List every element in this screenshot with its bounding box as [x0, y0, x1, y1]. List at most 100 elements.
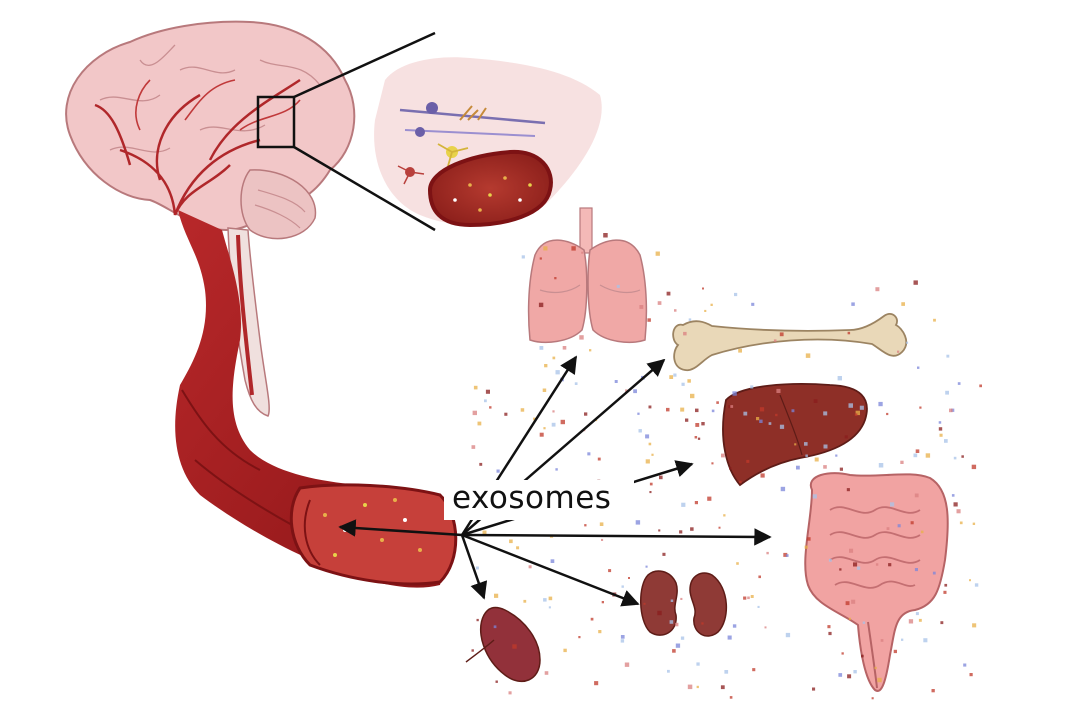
exosome-particle	[783, 552, 788, 557]
exosome-particle	[847, 674, 852, 679]
exosome-particle	[479, 462, 483, 466]
exosome-particle	[813, 399, 818, 403]
exosome-particle	[477, 421, 482, 426]
exosome-particle	[669, 375, 674, 379]
exosome-particle	[578, 636, 581, 639]
exosome-particle	[662, 552, 666, 556]
exosome-particle	[837, 376, 842, 381]
exosome-particle	[773, 339, 777, 342]
exosome-particle	[914, 568, 918, 572]
exosome-particle	[594, 681, 599, 686]
exosome-particle	[785, 554, 789, 557]
exosome-particle	[651, 453, 654, 456]
exosome-particle	[814, 457, 819, 462]
exosome-particle	[915, 449, 920, 453]
exosome-particle	[785, 632, 791, 638]
exosome-particle	[560, 419, 565, 425]
exosome-particle	[888, 563, 892, 567]
exosome-particle	[614, 380, 618, 383]
exosome-particle	[730, 405, 734, 408]
exosome-particle	[878, 463, 884, 468]
exosome-particle	[711, 462, 714, 465]
exosome-particle	[917, 366, 920, 369]
exosome-particle	[938, 427, 943, 431]
exosome-particle	[957, 382, 961, 385]
exosome-particle	[738, 348, 742, 353]
exosome-particle	[528, 565, 532, 569]
exosome-particle	[851, 599, 856, 604]
exosome-particle	[649, 491, 652, 494]
exosome-particle	[539, 432, 544, 437]
liver-icon	[722, 383, 868, 487]
exosome-particle	[590, 617, 594, 621]
exosomes-label-background	[444, 480, 634, 520]
exosome-particle	[807, 537, 811, 541]
exosome-particle	[759, 419, 763, 423]
exosome-particle	[875, 287, 880, 292]
exosome-particle	[775, 413, 778, 417]
exosome-particle	[674, 622, 679, 627]
exosome-particle	[853, 670, 857, 674]
exosome-particle	[707, 496, 712, 501]
exosome-particle	[608, 569, 612, 573]
exosome-particle	[910, 521, 914, 525]
exosome-particle	[666, 291, 671, 296]
exosome-particle	[508, 691, 512, 695]
exosome-particle	[704, 309, 707, 312]
exosome-particle	[919, 406, 922, 409]
exosome-particle	[804, 545, 808, 549]
exosome-particle	[633, 389, 637, 394]
exosome-particle	[862, 621, 866, 624]
exosome-particle	[554, 277, 557, 280]
exosome-particle	[951, 408, 955, 412]
exosome-particle	[838, 673, 843, 677]
arrow-to-vessel	[338, 519, 463, 537]
exosome-particle	[687, 684, 693, 690]
exosome-particle	[657, 301, 662, 305]
kidneys-icon	[640, 570, 728, 637]
exosome-particle	[897, 350, 900, 353]
exosome-particle	[804, 442, 808, 446]
exosome-particle	[855, 410, 860, 416]
exosome-particle	[667, 669, 670, 673]
exosome-particle	[516, 546, 520, 550]
exosome-particle	[621, 585, 624, 588]
exosome-particle	[875, 563, 879, 566]
exosome-particle	[672, 649, 676, 653]
exosome-particle	[694, 436, 698, 439]
exosome-particle	[647, 318, 651, 322]
exosome-particle	[489, 406, 492, 409]
zoom-indicator	[256, 31, 436, 232]
exosome-particle	[616, 284, 620, 288]
exosome-particle	[961, 455, 964, 458]
exosome-particle	[969, 579, 971, 582]
exosome-particle	[471, 445, 476, 449]
exosome-particle	[853, 562, 858, 567]
exosome-particle	[914, 493, 919, 498]
exosome-particle	[732, 391, 737, 396]
exosome-particle	[543, 427, 546, 430]
exosome-particle	[906, 341, 909, 344]
exosomes-label: exosomes	[452, 480, 612, 516]
lungs-icon	[527, 207, 648, 343]
exosome-particle	[878, 401, 883, 407]
exosome-particle	[543, 598, 547, 602]
exosome-particle	[542, 388, 547, 392]
exosome-particle	[599, 522, 604, 526]
exosome-particle	[918, 618, 922, 622]
exosome-particle	[702, 287, 704, 290]
exosome-particle	[758, 575, 761, 579]
exosome-particle	[839, 467, 843, 471]
exosome-particle	[597, 457, 601, 461]
exosome-particle	[969, 673, 973, 677]
exosome-particle	[839, 568, 842, 571]
exosome-particle	[687, 379, 691, 383]
exosome-particle	[584, 412, 588, 416]
exosome-particle	[688, 318, 692, 321]
exosome-particle	[780, 486, 786, 492]
exosome-particle	[509, 539, 513, 544]
exosome-particle	[946, 354, 950, 358]
exosome-particle	[913, 280, 918, 285]
exosome-particle	[847, 331, 851, 335]
